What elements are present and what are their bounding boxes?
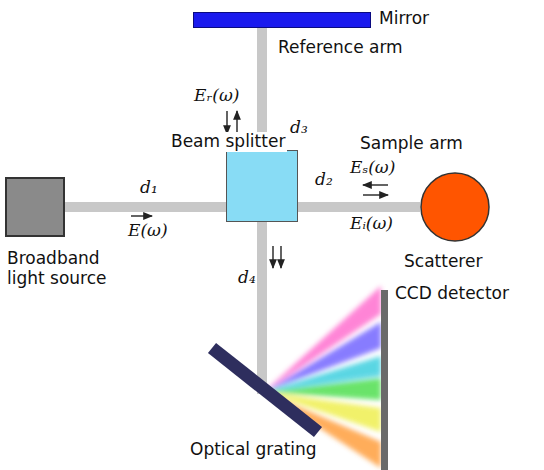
optical-grating: Optical grating <box>200 340 330 440</box>
distance-symbol: d₃ <box>290 118 308 138</box>
node-label: Mirror <box>379 9 429 29</box>
light-beam <box>65 202 226 212</box>
arm-name: Reference arm <box>278 38 403 58</box>
optical-grating-shape <box>200 340 330 440</box>
ccd-detector: CCD detector <box>381 290 388 470</box>
node-label: Optical grating <box>190 440 317 460</box>
scatterer-shape <box>420 172 490 242</box>
node-label: Beam splitter <box>169 132 287 152</box>
mirror: Mirror <box>193 12 371 28</box>
distance-symbol: d₁ <box>140 178 158 198</box>
beam-splitter: Beam splitter <box>226 150 298 222</box>
distance-symbol: d₄ <box>238 268 256 288</box>
scatterer-outline <box>421 173 489 241</box>
node-label: Broadband light source <box>7 249 137 288</box>
optical-grating-outline <box>212 348 318 432</box>
light-source: Broadband light source <box>5 177 65 237</box>
node-label: Scatterer <box>404 252 482 272</box>
scatterer: Scatterer <box>420 172 490 242</box>
distance-symbol: d₂ <box>315 170 333 190</box>
arm-name: Sample arm <box>360 134 463 154</box>
node-label: CCD detector <box>395 284 509 304</box>
light-beam <box>257 222 267 340</box>
field-symbol: Eᵢ(ω) <box>350 214 393 234</box>
field-symbol: Eₛ(ω) <box>350 158 395 178</box>
field-symbol: E(ω) <box>128 221 168 241</box>
field-symbol: Eᵣ(ω) <box>194 86 239 106</box>
light-beam <box>298 202 420 212</box>
